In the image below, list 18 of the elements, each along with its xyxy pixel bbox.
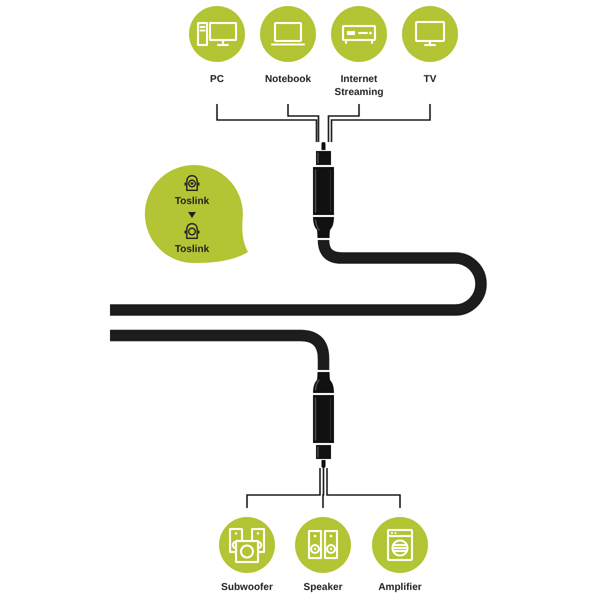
device-label: TV bbox=[424, 73, 436, 86]
device-label: PC bbox=[210, 73, 224, 86]
device-label: Subwoofer bbox=[221, 581, 273, 594]
device-label: Internet Streaming bbox=[334, 73, 384, 99]
cable bbox=[110, 239, 487, 316]
device-label: Notebook bbox=[264, 73, 312, 86]
connector-label: Toslink bbox=[174, 243, 210, 256]
device-label: Amplifier bbox=[378, 581, 422, 594]
connector-line bbox=[326, 468, 401, 508]
device-label: Speaker bbox=[304, 581, 342, 594]
connector-label: Toslink bbox=[174, 195, 210, 208]
connector-line bbox=[330, 104, 431, 142]
connector-line bbox=[287, 104, 320, 142]
connector-line bbox=[328, 104, 360, 142]
connector-line bbox=[216, 104, 318, 142]
connector-line bbox=[246, 468, 321, 508]
connector-line bbox=[322, 468, 324, 508]
cable bbox=[110, 330, 330, 370]
